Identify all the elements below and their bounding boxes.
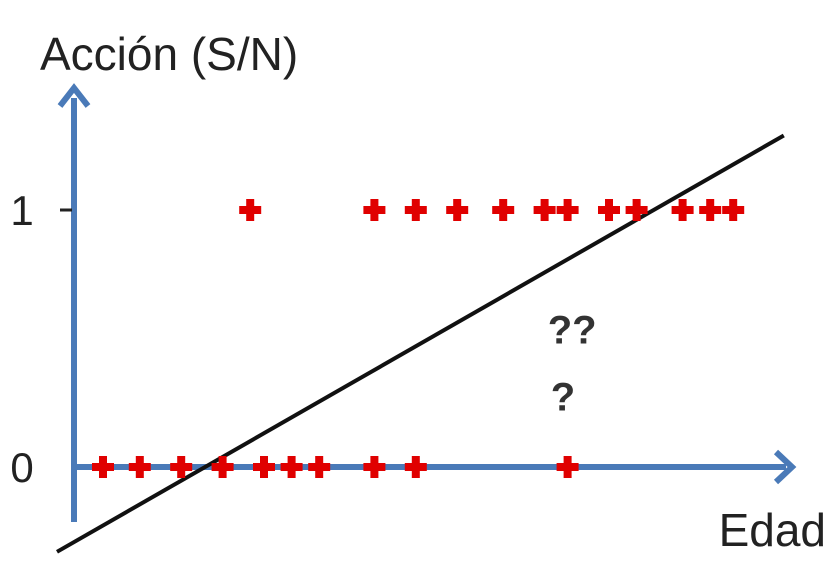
marker-v (729, 199, 738, 221)
y-axis-label: Acción (S/N) (40, 28, 298, 80)
data-point (280, 456, 303, 478)
x-axis-arrow (773, 449, 797, 485)
data-point (363, 456, 386, 478)
marker-v (563, 456, 572, 478)
marker-v (540, 199, 549, 221)
y-tick-label-0: 0 (10, 444, 33, 491)
data-point (556, 199, 579, 221)
annotation-0: ?? (548, 309, 597, 353)
data-point (170, 456, 193, 478)
x-axis-label: Edad (719, 504, 826, 556)
data-point (404, 199, 427, 221)
data-point (492, 199, 515, 221)
data-point (363, 199, 386, 221)
data-point (253, 456, 275, 478)
marker-v (99, 456, 107, 478)
data-point (598, 199, 620, 221)
fit-line (56, 133, 785, 554)
marker-v (370, 456, 379, 478)
annotations: ??? (548, 309, 597, 420)
data-point (308, 456, 331, 478)
data-point (671, 199, 694, 221)
marker-v (563, 199, 572, 221)
data-point (239, 199, 262, 221)
marker-v (135, 456, 144, 478)
marker-v (370, 199, 379, 221)
data-point (211, 456, 234, 478)
marker-v (287, 456, 296, 478)
marker-v (218, 456, 227, 478)
y-ticks: 01 (10, 187, 72, 491)
marker-v (605, 199, 613, 221)
data-point (533, 199, 556, 221)
marker-v (260, 456, 268, 478)
marker-v (177, 456, 186, 478)
marker-v (499, 199, 508, 221)
data-point (625, 199, 648, 221)
data-point (446, 199, 469, 221)
marker-v (706, 199, 715, 221)
marker-v (411, 456, 420, 478)
data-points (92, 199, 745, 478)
marker-v (315, 456, 324, 478)
axes (57, 83, 797, 522)
marker-v (678, 199, 687, 221)
marker-v (246, 199, 255, 221)
marker-v (453, 199, 462, 221)
data-point (699, 199, 722, 221)
data-point (556, 456, 579, 478)
y-tick-label-1: 1 (10, 187, 33, 234)
y-axis-arrow (57, 83, 91, 108)
annotation-1: ? (551, 375, 575, 419)
marker-v (632, 199, 641, 221)
data-point (404, 456, 427, 478)
fit-line-group (56, 133, 785, 554)
data-point (722, 199, 745, 221)
marker-v (411, 199, 420, 221)
data-point (92, 456, 114, 478)
data-point (128, 456, 151, 478)
